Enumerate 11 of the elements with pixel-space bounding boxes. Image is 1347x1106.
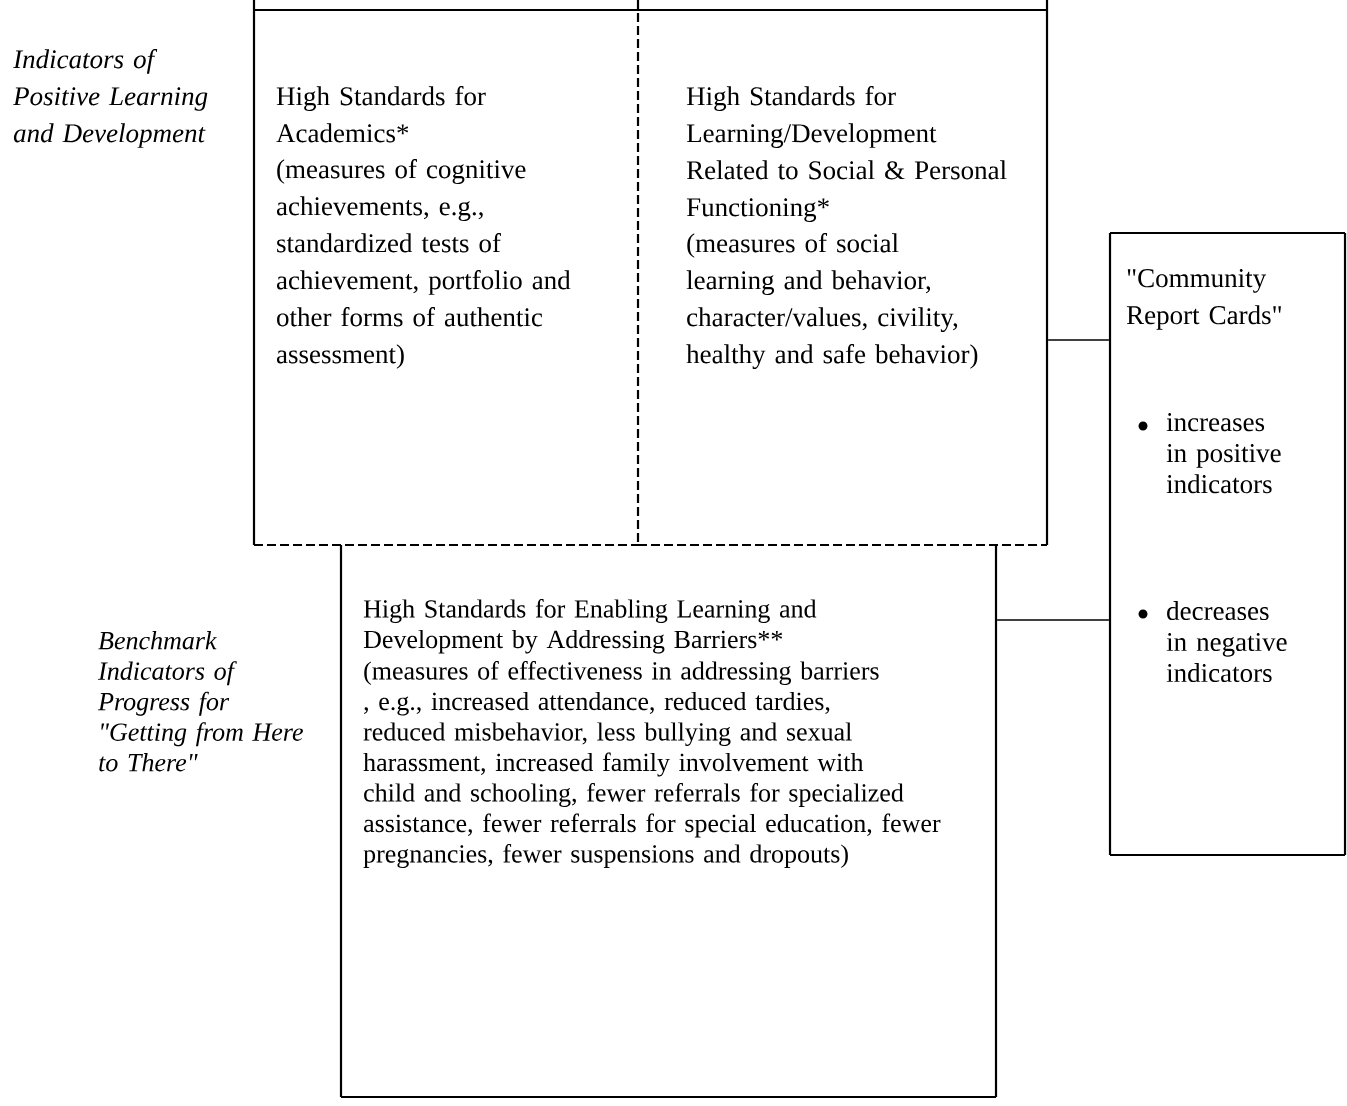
side-label: Indicators of Positive Learning and Development (12, 49, 208, 148)
connector-line (1047, 339, 1110, 341)
text-box: High Standards for Enabling Learning and Development by Addressing Barriers** (measures of effectiveness in addressing barriers , e.g., increased attendance, reduced tardies, reduced misbehavior, less bullying and sexual harassment, increased family involvement with child and schooling, fewer referrals for specialized assistance, fewer referrals for special education, fewer pregnancies, fewer suspensions and dropouts) (339, 545, 998, 1099)
text-box: High Standards for Academics* (measures of cognitive achievements, e.g., standardized tests of achievement, portfolio and other forms of authentic assessment) (252, 0, 640, 547)
text-box: High Standards for Learning/Development Related to Social & Personal Functioning* (measures of social learning and behavior, character/values, civility, healthy and safe behavior) (638, 0, 1049, 547)
side-label: Benchmark Indicators of Progress for "Getting from Here to There" (97, 631, 303, 772)
node-label: increases in positive indicators (1166, 413, 1281, 494)
node-label: decreases in negative indicators (1166, 601, 1287, 683)
connector-line (996, 619, 1110, 621)
node-label: "Community Report Cards" (1126, 269, 1281, 330)
text-box: "Community Report Cards" increases in positive indicators decreases in negative indicators (1108, 231, 1347, 857)
